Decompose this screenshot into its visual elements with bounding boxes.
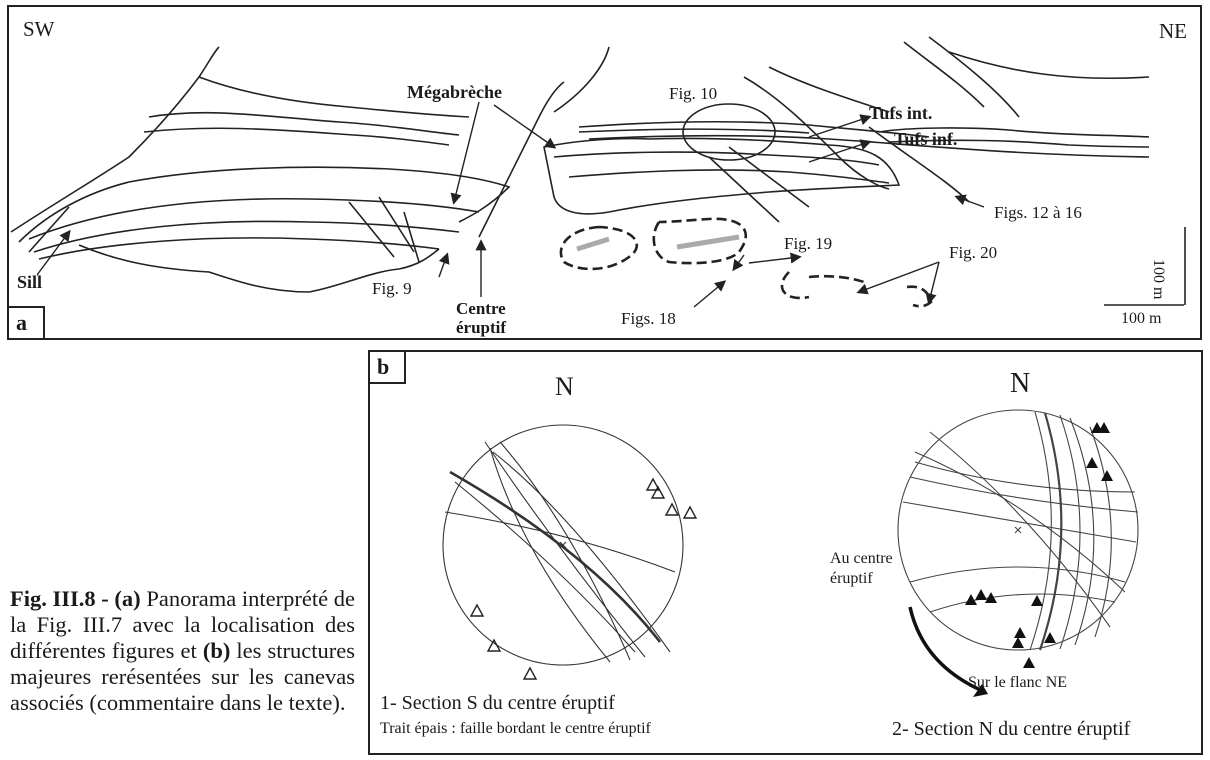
caption-text-2: les structures majeures rerésentées sur … xyxy=(10,638,356,715)
label-fig19: Fig. 19 xyxy=(784,234,833,253)
stereo1-title: 1- Section S du centre éruptif xyxy=(380,692,615,714)
upper-ridge-left xyxy=(198,76,470,118)
caption-text-1: Panorama interprété de la Fig. III.7 ave… xyxy=(10,586,355,663)
caption-label-b: (b) xyxy=(202,638,231,663)
panel-b-letter: b xyxy=(370,352,406,384)
label-megabreche: Mégabrèche xyxy=(407,82,502,102)
right-ridge-2 xyxy=(928,36,1020,118)
dashed-outline-4 xyxy=(906,285,933,308)
dashed-outline-3 xyxy=(780,271,865,300)
eruptive-centre-boundary xyxy=(478,81,565,238)
central-slope xyxy=(743,76,890,190)
stereo2-arrow-to: Sur le flanc NE xyxy=(968,674,1068,691)
label-centre-eruptif-line2: éruptif xyxy=(456,318,507,337)
label-sill: Sill xyxy=(17,272,43,292)
panel-a: SW NE Mégabrèche Fig. 10 Tufs int. Tufs … xyxy=(7,5,1202,340)
ridge-central xyxy=(553,46,610,113)
stereo1-note: Trait épais : faille bordant le centre é… xyxy=(380,720,651,737)
main-block-left xyxy=(18,166,511,243)
direction-ne: NE xyxy=(1159,19,1187,43)
right-ridge-1 xyxy=(903,41,985,108)
stereo2-arrow-from-line2: éruptif xyxy=(830,570,873,587)
scale-label-vertical: 100 m xyxy=(1150,259,1167,300)
stereonet-2 xyxy=(897,409,1139,651)
strata-top-left-2 xyxy=(143,127,450,146)
label-figs18: Figs. 18 xyxy=(621,309,676,328)
fault-left xyxy=(28,206,70,253)
caption-label: Fig. III.8 - (a) xyxy=(10,586,141,611)
dashed-outline-1 xyxy=(559,225,639,271)
fig10-ellipse xyxy=(682,103,776,161)
stereonet-1-poles xyxy=(469,477,698,680)
label-centre-eruptif-line1: Centre xyxy=(456,299,506,318)
scale-label-horizontal: 100 m xyxy=(1121,310,1162,327)
label-tufs-inf: Tufs inf. xyxy=(894,129,958,149)
label-fig20: Fig. 20 xyxy=(949,243,998,262)
stereo1-north: N xyxy=(555,372,574,401)
movement-arrow xyxy=(908,606,986,694)
label-fig10: Fig. 10 xyxy=(669,84,718,103)
stereo2-arrow-from-line1: Au centre xyxy=(830,550,893,567)
stereo2-north: N xyxy=(1010,368,1031,399)
dashed-outline-2 xyxy=(652,217,747,265)
label-fig9: Fig. 9 xyxy=(372,279,412,298)
direction-sw: SW xyxy=(23,17,55,41)
panorama-drawing xyxy=(10,36,1186,308)
figure-caption: Fig. III.8 - (a) Panorama interprété de … xyxy=(10,586,355,716)
cliff-profile-left xyxy=(10,46,220,233)
stereonet-2-poles xyxy=(965,422,1113,668)
label-figs-12-16: Figs. 12 à 16 xyxy=(994,203,1082,222)
stereonet-1 xyxy=(442,424,684,666)
central-block xyxy=(543,137,901,215)
label-tufs-int: Tufs int. xyxy=(869,103,933,123)
panel-b: b xyxy=(368,350,1203,755)
stereo2-title: 2- Section N du centre éruptif xyxy=(892,718,1131,740)
panel-a-letter: a xyxy=(9,306,45,338)
stereonets xyxy=(442,409,1139,697)
strata-top-left xyxy=(148,111,460,136)
